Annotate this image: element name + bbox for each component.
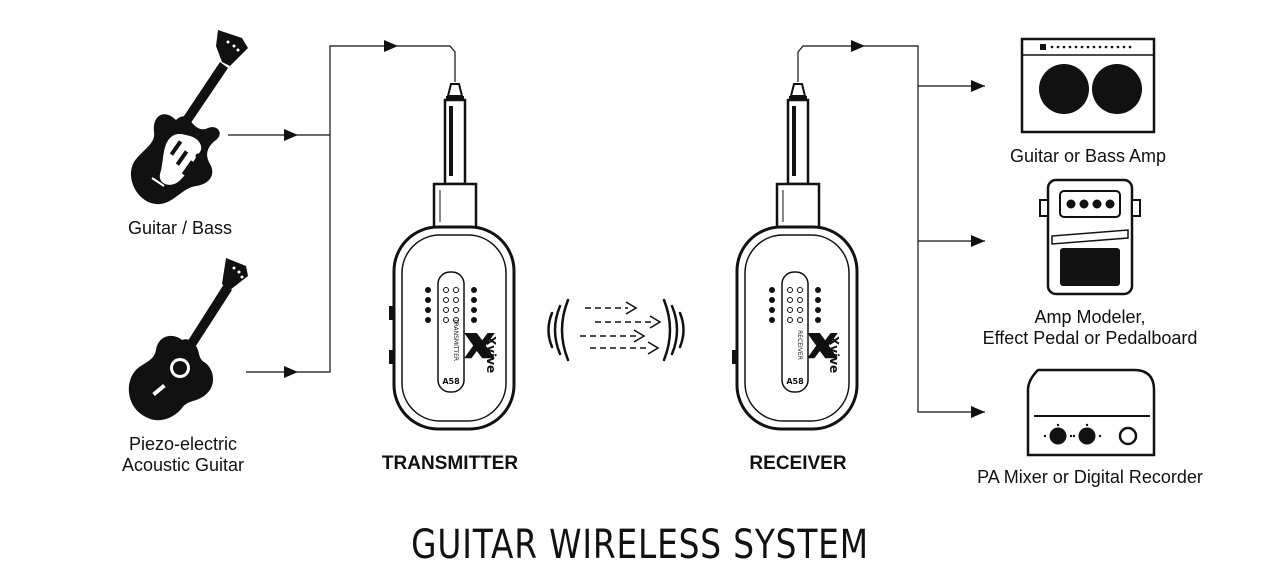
receiver-model-text: A58: [786, 377, 804, 386]
transmitter-body-text: TRANSMITTER: [452, 318, 459, 361]
transmitter-led-indicators: [425, 287, 477, 323]
guitar-bass-label: Guitar / Bass: [100, 218, 260, 239]
pedal-label-line-1: Amp Modeler,: [1034, 307, 1146, 327]
wireless-dashed-arrows: [580, 301, 662, 355]
receiver-led-indicators: [769, 287, 821, 323]
amplifier-icon: [1020, 37, 1156, 134]
arrow-to-amp: [971, 80, 985, 92]
acoustic-guitar-label-line-1: Piezo-electric: [128, 434, 238, 454]
arrow-from-receiver: [851, 40, 865, 52]
pedal-label: Amp Modeler, Effect Pedal or Pedalboard: [956, 307, 1224, 349]
amp-label-line: Guitar or Bass Amp: [1009, 146, 1167, 166]
acoustic-guitar-label: Piezo-electric Acoustic Guitar: [93, 434, 273, 476]
pedal-label-line-2: Effect Pedal or Pedalboard: [982, 328, 1198, 348]
transmitter-brand-logo: Xvive: [464, 333, 498, 373]
mixer-label-line: PA Mixer or Digital Recorder: [977, 467, 1203, 487]
diagram-title: GUITAR WIRELESS SYSTEM: [411, 522, 869, 568]
electric-guitar-icon: [130, 30, 248, 205]
input-arrows: [284, 40, 398, 378]
wireless-waves-icon: [547, 298, 685, 362]
arrow-to-pedal: [971, 235, 985, 247]
arrow-to-transmitter: [384, 40, 398, 52]
arrow-to-mixer: [971, 406, 985, 418]
receiver-label: RECEIVER: [749, 453, 847, 474]
transmitter-model-text: A58: [442, 377, 460, 386]
receiver-device: A58 RECEIVER Xvive: [732, 83, 859, 431]
transmitter-brand-text: Xvive: [484, 336, 498, 373]
receiver-jack-plug: [775, 83, 821, 230]
transmitter-jack-plug: [432, 83, 478, 230]
output-arrows: [851, 40, 985, 418]
arrow-guitar-input: [284, 129, 298, 141]
acoustic-guitar-label-line-2: Acoustic Guitar: [121, 455, 245, 475]
acoustic-guitar-icon: [128, 258, 248, 421]
mixer-label: PA Mixer or Digital Recorder: [950, 467, 1230, 488]
mixer-icon: [1026, 368, 1156, 457]
effect-pedal-icon: [1039, 178, 1141, 296]
guitar-bass-label-line: Guitar / Bass: [127, 218, 233, 238]
receiver-brand-logo: Xvive: [807, 333, 841, 373]
amp-label: Guitar or Bass Amp: [988, 146, 1188, 167]
transmitter-device: A58 TRANSMITTER Xvive: [389, 83, 516, 431]
receiver-brand-text: Xvive: [827, 336, 841, 373]
receiver-body-text: RECEIVER: [796, 330, 803, 360]
arrow-acoustic-input: [284, 366, 298, 378]
transmitter-label: TRANSMITTER: [381, 453, 519, 474]
